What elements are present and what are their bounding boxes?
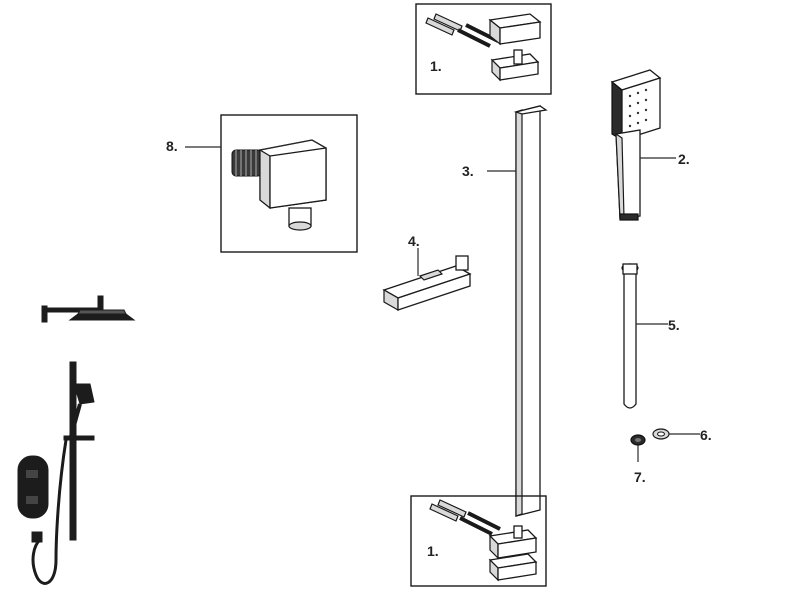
spray-face	[628, 88, 648, 128]
callout-6: 6.	[700, 427, 712, 443]
fixings-frame-bottom	[410, 495, 547, 587]
hose-part	[621, 263, 639, 409]
overhead-shower-head	[41, 295, 136, 323]
bracket-top	[490, 49, 540, 82]
bracket-bottom	[488, 553, 538, 582]
slider-bracket-part	[382, 255, 472, 312]
callout-2: 2.	[678, 151, 690, 167]
assembled-shower-system	[17, 295, 136, 585]
fixings-frame-top	[415, 3, 552, 95]
washer-part	[652, 428, 670, 440]
callout-1-bottom: 1.	[427, 543, 439, 559]
end-cap-bottom	[488, 525, 538, 560]
callout-7: 7.	[634, 469, 646, 485]
wall-plugs-top	[425, 13, 463, 36]
thermostatic-valve	[17, 455, 49, 519]
callout-5: 5.	[668, 317, 680, 333]
assembled-riser-rail	[31, 361, 95, 585]
screws-bottom	[459, 511, 501, 536]
assembled-wall-outlet	[31, 531, 43, 543]
fixings-kit-top	[415, 3, 552, 95]
wall-outlet-frame	[220, 114, 358, 253]
filter-washer-part	[630, 434, 646, 446]
callout-1-top: 1.	[430, 58, 442, 74]
end-cap-top	[488, 13, 542, 46]
callout-3: 3.	[462, 163, 474, 179]
handset-part	[610, 69, 662, 221]
callout-8: 8.	[166, 138, 178, 154]
threaded-connector	[231, 149, 263, 177]
wall-plugs-bottom	[429, 499, 467, 522]
wall-outlet-part	[220, 114, 358, 253]
callout-4: 4.	[408, 233, 420, 249]
fixings-kit-bottom	[410, 495, 547, 587]
riser-rail-part	[513, 105, 548, 517]
